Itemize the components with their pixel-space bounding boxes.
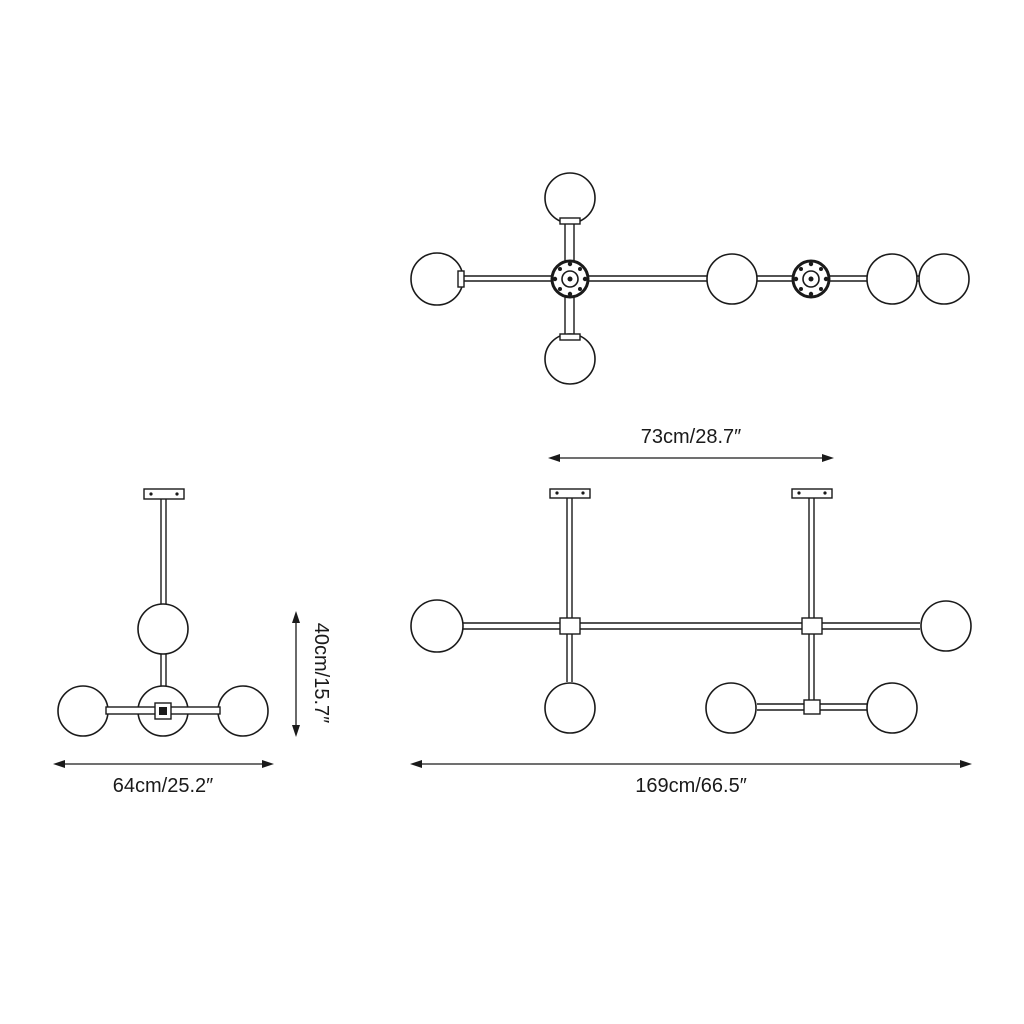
globe [217,685,269,737]
front-view [410,488,972,734]
dimension-width: 64cm/25.2″ [53,760,274,797]
globe [57,685,109,737]
dimension-height-label: 40cm/15.7″ [310,623,332,723]
globe [137,603,189,655]
canopy-mount [550,259,590,299]
top-view [410,172,970,385]
canopy-mount [791,259,831,299]
globe [410,599,464,653]
globe [866,682,918,734]
globe [918,253,970,305]
dimension-width-label: 64cm/25.2″ [113,775,213,797]
globe [705,682,757,734]
globe [920,600,972,652]
globe [866,253,918,305]
globe [544,682,596,734]
dimension-spacing: 73cm/28.7″ [548,426,834,462]
globe [544,172,596,224]
dimension-length-label: 169cm/66.5″ [635,775,747,797]
globe [706,253,758,305]
globe [544,333,596,385]
dimension-height: 40cm/15.7″ [292,611,332,737]
dimension-length: 169cm/66.5″ [410,760,972,797]
side-view [57,488,269,737]
dimension-spacing-label: 73cm/28.7″ [641,426,741,448]
globe [410,252,464,306]
